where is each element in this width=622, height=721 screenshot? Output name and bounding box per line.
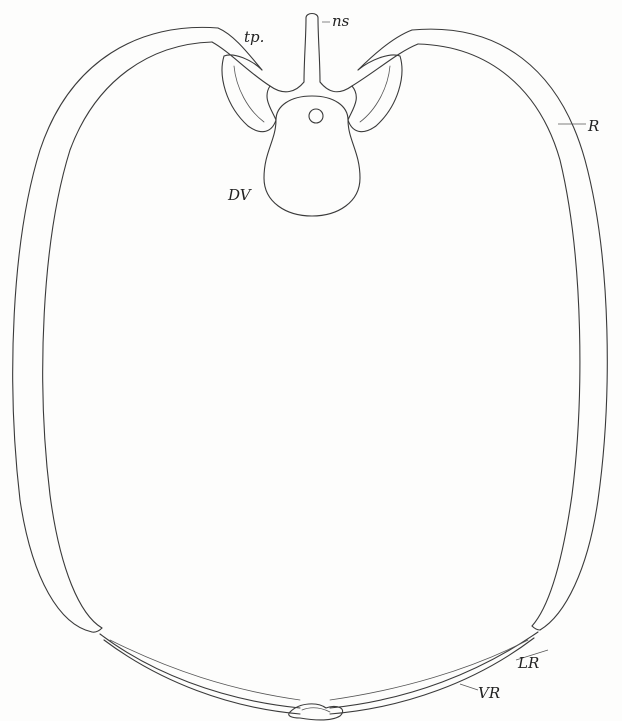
left-transverse-process [222,55,276,132]
dorsal-vertebra [264,82,360,216]
right-rib-head [352,30,418,86]
neural-canal [309,109,323,123]
right-rib [412,29,607,630]
ventral-junction [289,704,343,720]
neural-spine [304,14,320,83]
label-rib: R [587,117,599,135]
label-dorsal-vertebra: DV [227,186,253,204]
label-neural-spine: ns [332,12,350,30]
label-ventral-rib: VR [478,684,500,702]
label-transverse-process: tp. [244,28,264,46]
leader-lines [322,22,586,690]
left-rib [13,27,218,632]
ventral-rib [100,632,538,714]
right-transverse-process [348,55,402,132]
label-lateral-rib: LR [517,654,539,672]
